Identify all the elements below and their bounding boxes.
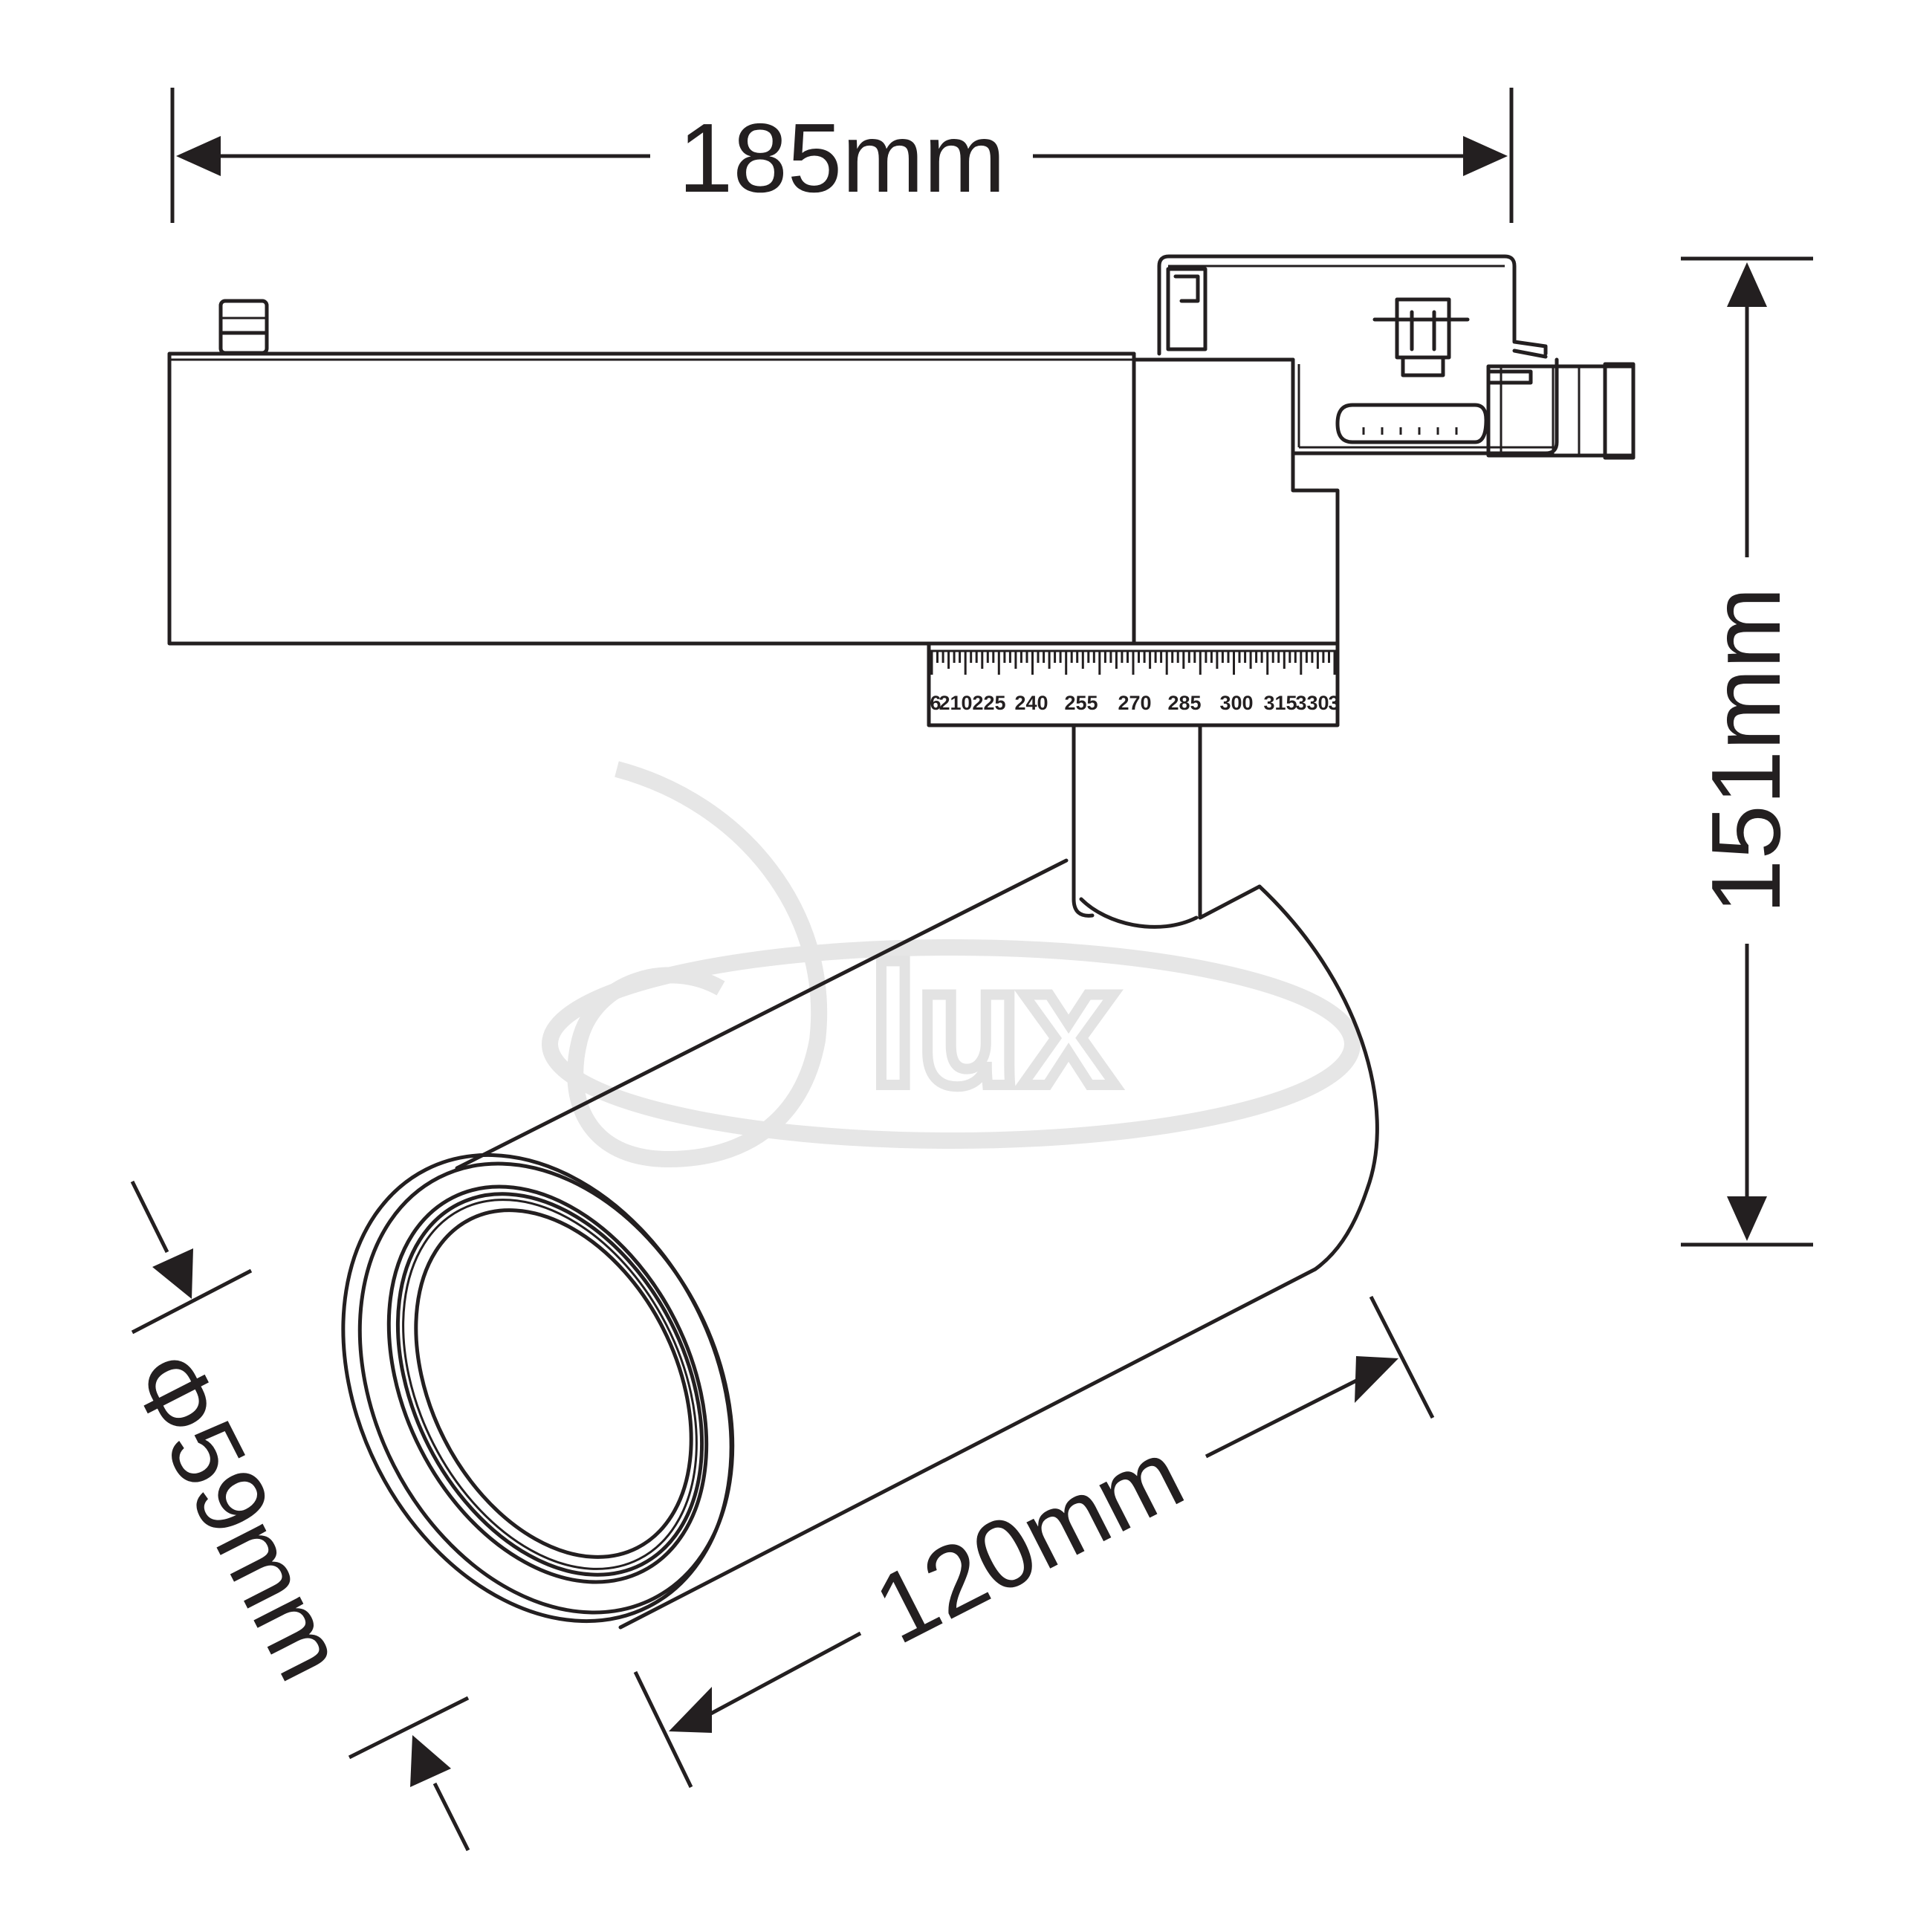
arrow-up (1727, 262, 1767, 307)
scale-label: 3 (1328, 692, 1339, 714)
arrow-length-start (669, 1687, 712, 1733)
scale-labels: 6 210 225 240 255 270 285 300 315 330 3 (930, 692, 1339, 714)
clamp-slot (1166, 267, 1208, 351)
scale-label: 210 (939, 692, 972, 714)
rotation-scale: 6 210 225 240 255 270 285 300 315 330 3 (927, 641, 1340, 727)
scale-ring (927, 641, 1340, 727)
diameter-dimension: Φ59mm (110, 1180, 470, 1852)
scale-label: 240 (1014, 692, 1048, 714)
watermark-text: lux (869, 930, 1116, 1121)
arrow-diameter-top (152, 1248, 193, 1299)
lens (414, 1208, 693, 1559)
scale-label: 6 (930, 692, 941, 714)
spotlight-cylinder (341, 858, 1379, 1630)
length-dimension: 120mm (633, 1295, 1435, 1789)
track-adapter (167, 254, 1636, 646)
arrow-diameter-bottom (410, 1735, 451, 1787)
arrow-down (1727, 1196, 1767, 1241)
height-dimension: 151mm (1681, 256, 1813, 1247)
dial-wheel (1335, 403, 1488, 444)
arrow-length-end (1355, 1356, 1398, 1403)
length-label: 120mm (858, 1419, 1199, 1664)
adapter-housing (167, 351, 1136, 646)
end-contact (1486, 364, 1636, 458)
top-clamp (1157, 254, 1548, 356)
height-label: 151mm (1691, 587, 1800, 914)
lens-outer-ring (386, 1184, 709, 1584)
scale-label: 285 (1167, 692, 1201, 714)
rear-end (1257, 884, 1379, 1271)
diameter-label: Φ59mm (110, 1335, 366, 1696)
scale-label: 315 (1263, 692, 1297, 714)
scale-tick-marks (930, 651, 1336, 675)
width-dimension: 185mm (170, 88, 1514, 223)
stem (1072, 723, 1202, 929)
scale-label: 300 (1219, 692, 1253, 714)
arrow-left (176, 136, 221, 176)
locking-screw (1395, 297, 1451, 360)
scale-label: 330 (1295, 692, 1329, 714)
arrow-right (1463, 136, 1508, 176)
width-label: 185mm (678, 103, 1005, 213)
watermark-logo: lux (542, 761, 1361, 1168)
top-stud (218, 299, 269, 355)
scale-label: 255 (1064, 692, 1098, 714)
scale-label: 270 (1118, 692, 1151, 714)
scale-label: 225 (972, 692, 1005, 714)
